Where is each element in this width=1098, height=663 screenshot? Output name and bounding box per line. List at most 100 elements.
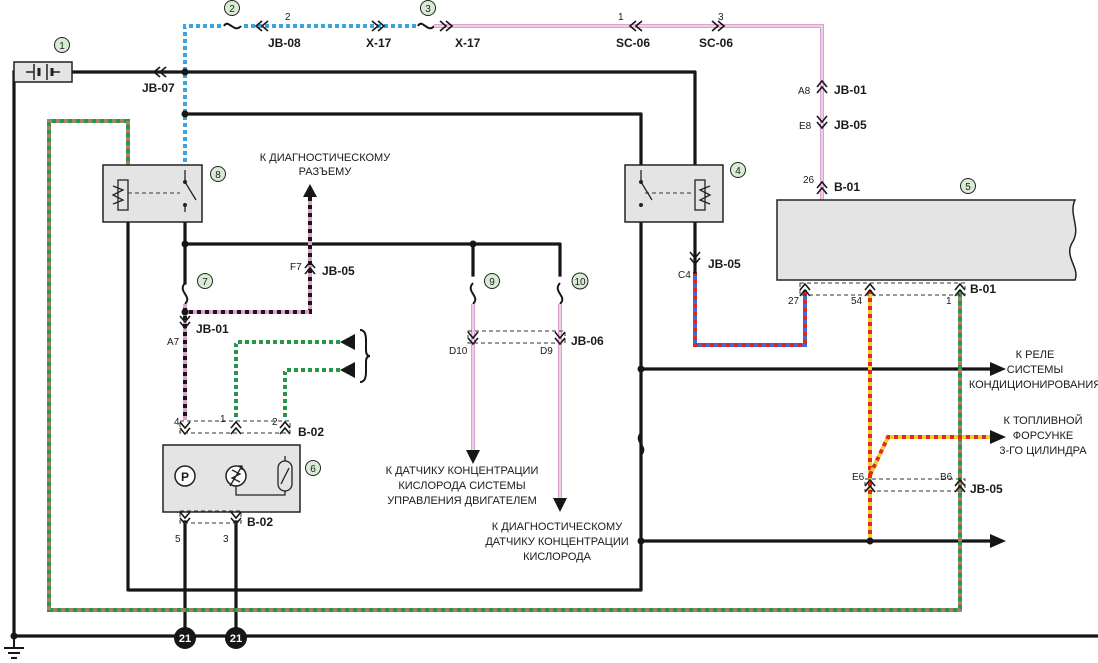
arrows xyxy=(303,184,1006,548)
arrow-sensor-in-1 xyxy=(340,334,355,350)
note-ac-relay: К РЕЛЕ СИСТЕМЫ КОНДИЦИОНИРОВАНИЯ xyxy=(969,349,1098,391)
svg-text:2: 2 xyxy=(272,417,278,428)
label-jb06: JB-06 xyxy=(571,334,604,348)
label-jb08: JB-08 xyxy=(268,36,301,50)
svg-text:2: 2 xyxy=(285,12,291,23)
svg-text:F7: F7 xyxy=(290,262,302,273)
svg-text:1: 1 xyxy=(59,41,65,52)
svg-text:E8: E8 xyxy=(799,121,812,132)
red-yellow-wire xyxy=(868,290,990,541)
svg-text:КОНДИЦИОНИРОВАНИЯ: КОНДИЦИОНИРОВАНИЯ xyxy=(969,379,1098,391)
label-b02-bottom: B-02 xyxy=(247,515,273,529)
label-b02-top: B-02 xyxy=(298,425,324,439)
label-x17-b: X-17 xyxy=(455,36,481,50)
component-number-badges: 1 2 3 4 5 6 7 8 9 10 xyxy=(54,0,976,476)
svg-text:B6: B6 xyxy=(940,472,953,483)
svg-text:ФОРСУНКЕ: ФОРСУНКЕ xyxy=(1013,430,1073,442)
label-jb05-f7: JB-05 xyxy=(322,264,355,278)
badge-1: 1 xyxy=(54,37,70,53)
svg-text:4: 4 xyxy=(174,417,180,428)
svg-text:C4: C4 xyxy=(678,270,691,281)
svg-text:СИСТЕМЫ: СИСТЕМЫ xyxy=(1007,364,1063,376)
connector-chevrons xyxy=(152,20,966,526)
connector-housings xyxy=(179,282,966,524)
svg-text:1: 1 xyxy=(946,296,952,307)
svg-text:D10: D10 xyxy=(449,346,468,357)
svg-text:26: 26 xyxy=(803,175,815,186)
svg-text:КИСЛОРОДА: КИСЛОРОДА xyxy=(523,551,592,563)
ground-point-21-b: 21 xyxy=(225,627,247,649)
svg-text:9: 9 xyxy=(489,277,495,288)
arrow-injector xyxy=(990,430,1006,444)
svg-text:К ДИАГНОСТИЧЕСКОМУ: К ДИАГНОСТИЧЕСКОМУ xyxy=(492,521,623,533)
relay-4 xyxy=(624,164,724,223)
svg-text:УПРАВЛЕНИЯ ДВИГАТЕЛЕМ: УПРАВЛЕНИЯ ДВИГАТЕЛЕМ xyxy=(387,495,537,507)
arrow-diag-o2-down xyxy=(553,498,567,512)
svg-text:3-ГО ЦИЛИНДРА: 3-ГО ЦИЛИНДРА xyxy=(999,445,1087,457)
arrow-sensor-in-2 xyxy=(340,362,355,378)
label-sc06-b: SC-06 xyxy=(699,36,733,50)
svg-text:E6: E6 xyxy=(852,472,865,483)
sensor-p-symbol: P xyxy=(181,470,189,484)
label-jb05-bottom: JB-05 xyxy=(970,482,1003,496)
pin-labels: 2 1 3 A8 E8 26 C4 27 54 1 F7 A7 D10 D9 4… xyxy=(167,12,953,545)
svg-text:5: 5 xyxy=(175,534,181,545)
svg-text:КИСЛОРОДА СИСТЕМЫ: КИСЛОРОДА СИСТЕМЫ xyxy=(398,480,525,492)
arrow-ecu-right xyxy=(990,534,1006,548)
svg-text:К РЕЛЕ: К РЕЛЕ xyxy=(1016,349,1055,361)
badge-7: 7 xyxy=(197,273,213,289)
badge-10: 10 xyxy=(571,272,589,290)
svg-text:3: 3 xyxy=(223,534,229,545)
svg-text:2: 2 xyxy=(229,4,235,15)
sensor-brace xyxy=(359,329,371,383)
ground-symbol xyxy=(4,636,24,659)
black-pink-wire xyxy=(183,197,312,420)
connector-labels: JB-08 X-17 X-17 SC-06 SC-06 JB-07 JB-01 … xyxy=(142,36,1003,529)
svg-text:1: 1 xyxy=(220,414,226,425)
ecu-module-5 xyxy=(776,199,1077,281)
svg-text:D9: D9 xyxy=(540,346,553,357)
label-jb05-right: JB-05 xyxy=(708,257,741,271)
note-diagnostic-o2-sensor: К ДИАГНОСТИЧЕСКОМУ ДАТЧИКУ КОНЦЕНТРАЦИИ … xyxy=(485,521,628,563)
label-b01-top: B-01 xyxy=(834,180,860,194)
badge-9: 9 xyxy=(484,273,500,289)
svg-text:РАЗЪЕМУ: РАЗЪЕМУ xyxy=(299,166,353,178)
badge-4: 4 xyxy=(730,162,746,178)
svg-text:К ТОПЛИВНОЙ: К ТОПЛИВНОЙ xyxy=(1003,414,1082,427)
ground-point-21-a: 21 xyxy=(174,627,196,649)
svg-text:27: 27 xyxy=(788,296,800,307)
badge-8: 8 xyxy=(210,166,226,182)
svg-text:4: 4 xyxy=(735,166,741,177)
blue-red-wire xyxy=(693,272,807,347)
badge-2: 2 xyxy=(224,0,240,16)
svg-text:A7: A7 xyxy=(167,337,180,348)
svg-text:7: 7 xyxy=(202,277,208,288)
note-injector: К ТОПЛИВНОЙ ФОРСУНКЕ 3-ГО ЦИЛИНДРА xyxy=(999,414,1087,457)
label-jb05-top: JB-05 xyxy=(834,118,867,132)
svg-text:10: 10 xyxy=(574,277,586,288)
badge-6: 6 xyxy=(305,460,321,476)
pink-wire xyxy=(434,24,824,498)
blue-white-wire xyxy=(183,22,435,165)
label-sc06-a: SC-06 xyxy=(616,36,650,50)
svg-text:3: 3 xyxy=(718,12,724,23)
svg-text:6: 6 xyxy=(310,464,316,475)
sensor-6: P xyxy=(162,444,301,513)
svg-text:ДАТЧИКУ КОНЦЕНТРАЦИИ: ДАТЧИКУ КОНЦЕНТРАЦИИ xyxy=(485,536,628,548)
green-brown-wire xyxy=(47,119,962,612)
label-jb01-top: JB-01 xyxy=(834,83,867,97)
note-diagnostic-connector: К ДИАГНОСТИЧЕСКОМУ РАЗЪЕМУ xyxy=(260,152,391,178)
svg-text:1: 1 xyxy=(618,12,624,23)
svg-text:5: 5 xyxy=(965,182,971,193)
svg-text:21: 21 xyxy=(230,633,242,645)
svg-text:54: 54 xyxy=(851,296,863,307)
note-o2-sensor: К ДАТЧИКУ КОНЦЕНТРАЦИИ КИСЛОРОДА СИСТЕМЫ… xyxy=(386,465,539,507)
svg-text:A8: A8 xyxy=(798,86,811,97)
label-x17-a: X-17 xyxy=(366,36,392,50)
relay-8 xyxy=(102,164,203,223)
svg-text:3: 3 xyxy=(425,4,431,15)
battery xyxy=(13,61,73,83)
svg-text:21: 21 xyxy=(179,633,191,645)
label-jb01-a7: JB-01 xyxy=(196,322,229,336)
